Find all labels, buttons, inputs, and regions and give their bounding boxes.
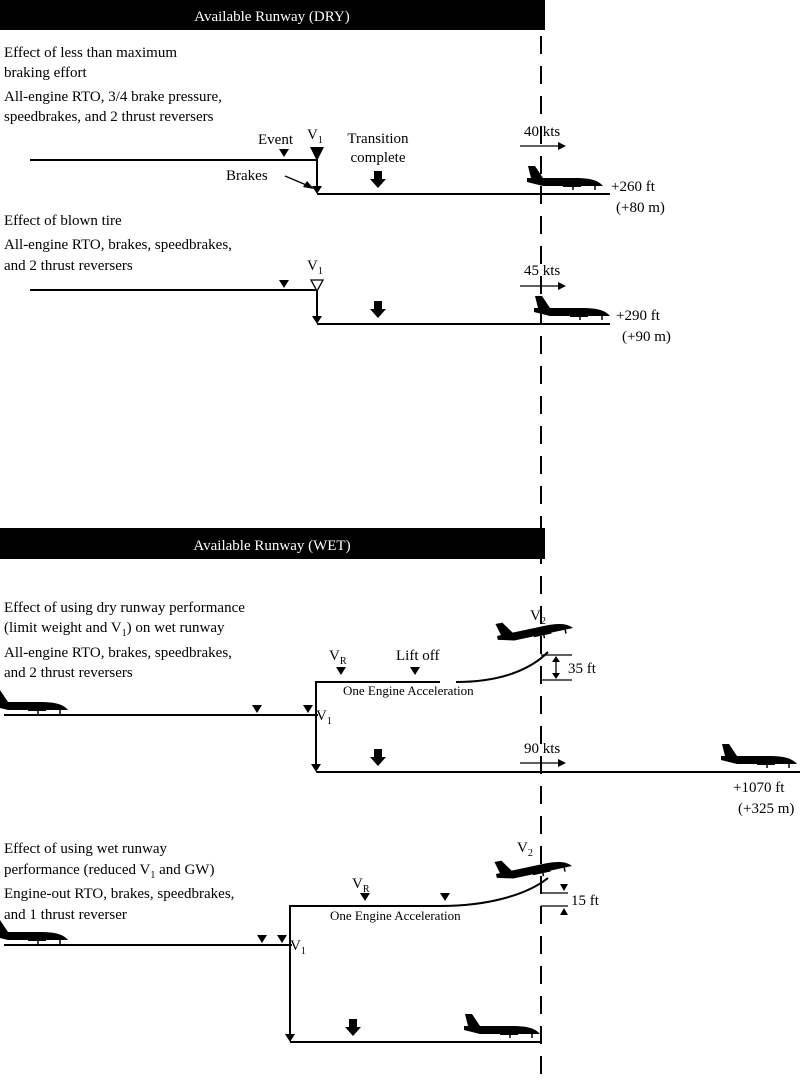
wet-header-title: Available Runway (WET): [193, 538, 350, 554]
case3-liftoff-marker: [410, 667, 420, 675]
case1-brake-arrow-icon: [370, 171, 386, 188]
case2-title: Effect of blown tire: [4, 213, 122, 229]
case4-title-line1: Effect of using wet runway: [4, 841, 168, 857]
case4-continue-step: [289, 905, 440, 945]
case3-overrun-ft: +1070 ft: [733, 780, 785, 796]
case3-desc-line1: All-engine RTO, brakes, speedbrakes,: [4, 645, 232, 661]
case4-liftoff-marker: [440, 893, 450, 901]
case2-desc-line1: All-engine RTO, brakes, speedbrakes,: [4, 237, 232, 253]
case4-drop-arrow: [285, 1034, 295, 1042]
case1-v1-label: V1: [307, 127, 323, 146]
wet-header-bar: [0, 528, 545, 559]
case3-vr-marker: [336, 667, 346, 675]
case4-v2-label: V2: [517, 840, 533, 859]
case2-desc-line2: and 2 thrust reversers: [4, 258, 133, 274]
case3-speed-arrowhead: [558, 759, 566, 767]
case1-desc-line2: speedbrakes, and 2 thrust reversers: [4, 109, 214, 125]
case3-height-arrow-down: [552, 673, 560, 679]
case3-height-label: 35 ft: [568, 661, 597, 677]
case4-climb-path: [439, 877, 549, 907]
case1-brakes-label: Brakes: [226, 168, 268, 184]
case2-airplane-icon: [533, 295, 611, 321]
case4-height-arrow-up: [560, 908, 568, 915]
case3-brake-arrow-icon: [370, 749, 386, 766]
case3-acceleration-label: One Engine Acceleration: [343, 683, 474, 698]
case3-climb-path: [455, 651, 549, 683]
case4-climbing-airplane-icon: [492, 845, 574, 887]
case4-title-line2: performance (reduced V1 and GW): [4, 862, 214, 881]
case1-event-marker: [279, 149, 289, 157]
case4-brake-arrow-icon: [345, 1019, 361, 1036]
case3-title-line1: Effect of using dry runway performance: [4, 600, 245, 616]
case4-v1-marker: [277, 935, 287, 943]
case1-overrun-ft: +260 ft: [611, 179, 656, 195]
case3-event-marker: [252, 705, 262, 713]
case1-title-line2: braking effort: [4, 65, 87, 81]
case4-desc-line2: and 1 thrust reverser: [4, 907, 127, 923]
case2-brake-arrow-icon: [370, 301, 386, 318]
case2-event-marker: [279, 280, 289, 288]
case1-drop-arrow: [312, 186, 322, 194]
case1-speed-label: 40 kts: [524, 124, 560, 140]
case1-airplane-icon: [526, 165, 604, 191]
case2-overrun-ft: +290 ft: [616, 308, 661, 324]
case4-v1-label: V1: [290, 938, 306, 957]
case4-acceleration-label: One Engine Acceleration: [330, 908, 461, 923]
case1-v1-marker: [310, 147, 324, 161]
case3-vr-label: VR: [329, 648, 347, 667]
case3-height-arrow-up: [552, 656, 560, 662]
case3-v1-marker: [303, 705, 313, 713]
case2-speed-label: 45 kts: [524, 263, 560, 279]
case3-desc-line2: and 2 thrust reversers: [4, 665, 133, 681]
case1-title-line1: Effect of less than maximum: [4, 45, 177, 61]
case1-event-label: Event: [258, 132, 294, 148]
case2-drop-arrow: [312, 316, 322, 324]
case4-vr-label: VR: [352, 876, 370, 895]
case2-speed-arrowhead: [558, 282, 566, 290]
case1-transition-label: Transition: [347, 131, 409, 147]
case3-v2-label: V2: [530, 608, 546, 627]
case4-desc-line1: Engine-out RTO, brakes, speedbrakes,: [4, 886, 234, 902]
case3-speed-label: 90 kts: [524, 741, 560, 757]
case4-height-label: 15 ft: [571, 893, 600, 909]
case1-speed-arrowhead: [558, 142, 566, 150]
case3-title-line2: (limit weight and V1) on wet runway: [4, 620, 225, 639]
case3-v1-label: V1: [316, 708, 332, 727]
case4-height-arrow-down: [560, 884, 568, 891]
case4-vr-marker: [360, 893, 370, 901]
case2-v1-label: V1: [307, 258, 323, 277]
case2-v1-marker: [309, 279, 325, 293]
case3-drop-arrow: [311, 764, 321, 772]
case3-overrun-airplane-icon: [720, 743, 798, 769]
case1-overrun-m: (+80 m): [616, 200, 665, 216]
case3-start-airplane-icon: [0, 689, 69, 715]
case3-overrun-m: (+325 m): [738, 801, 794, 817]
case1-brakes-arrowhead: [303, 181, 314, 189]
case1-desc-line1: All-engine RTO, 3/4 brake pressure,: [4, 89, 222, 105]
case4-start-airplane-icon: [0, 919, 69, 945]
case3-continue-step: [315, 681, 400, 715]
dry-header-bar: [0, 0, 545, 30]
case4-stop-airplane-icon: [463, 1013, 541, 1039]
dry-header-title: Available Runway (DRY): [194, 9, 350, 25]
case2-overrun-m: (+90 m): [622, 329, 671, 345]
case4-event-marker: [257, 935, 267, 943]
case1-complete-label: complete: [351, 150, 406, 166]
case3-liftoff-label: Lift off: [396, 648, 439, 664]
